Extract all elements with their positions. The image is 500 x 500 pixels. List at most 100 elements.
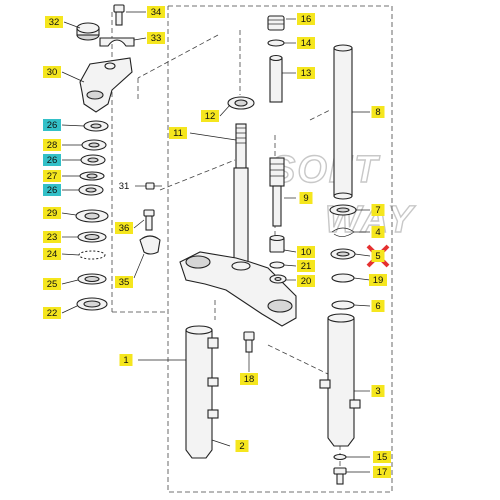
callout-26c: 26	[43, 184, 61, 196]
part-25-bearing-race	[77, 273, 107, 285]
callout-31-text: 31	[119, 181, 130, 192]
callout-17-badge	[373, 466, 391, 478]
callout-29-text: 29	[47, 208, 58, 219]
callout-36: 36	[115, 222, 133, 234]
part-29-dust-seal	[75, 209, 109, 223]
callout-19-text: 19	[373, 275, 384, 286]
watermark-line1: SOFT	[270, 149, 380, 191]
callout-25-badge	[43, 278, 61, 290]
part-6-bushing	[331, 300, 355, 310]
callout-20-text: 20	[301, 276, 312, 287]
callout-35: 35	[115, 276, 133, 288]
callout-9-text: 9	[303, 193, 308, 204]
callout-36-text: 36	[119, 223, 130, 234]
stem-lower-shaft	[233, 167, 249, 269]
callout-18-badge	[240, 373, 258, 385]
callout-14: 14	[297, 37, 315, 49]
callout-26a-text: 26	[47, 120, 58, 131]
part-26-ring-nut-c	[78, 184, 104, 196]
callout-2-text: 2	[239, 441, 244, 452]
callout-29: 29	[43, 207, 61, 219]
part-21-nut	[269, 261, 285, 269]
callout-7: 7	[371, 204, 385, 216]
callout-1: 1	[119, 354, 133, 366]
callout-22: 22	[43, 307, 61, 319]
part-31-small-bolt	[145, 182, 162, 190]
steering-parts-left	[75, 4, 162, 311]
fork-right-parts	[329, 44, 357, 310]
callout-12: 12	[201, 110, 219, 122]
callout-29-badge	[43, 207, 61, 219]
callout-28-text: 28	[47, 140, 58, 151]
callout-14-text: 14	[301, 38, 312, 49]
callout-27-badge	[43, 170, 61, 182]
callout-17: 17	[373, 466, 391, 478]
part-7-dust-seal	[329, 204, 357, 216]
part-16-cap-bolt	[267, 15, 285, 31]
callout-24: 24	[43, 248, 61, 260]
callout-23-text: 23	[47, 232, 58, 243]
callout-34-badge	[147, 6, 165, 18]
part-34-bolt	[113, 4, 125, 26]
callout-26c-text: 26	[47, 185, 58, 196]
part-26-ring-nut-a	[83, 120, 109, 132]
part-14-o-ring	[267, 39, 285, 47]
part-36-bolt	[143, 209, 155, 231]
callout-30-text: 30	[47, 67, 58, 78]
callout-11-badge	[169, 127, 187, 139]
part-33-handlebar-clamp	[99, 37, 135, 47]
callout-34: 34	[147, 6, 165, 18]
lower-bracket-left-hole	[185, 255, 211, 269]
callout-21-badge	[297, 260, 315, 272]
callout-16-badge	[297, 13, 315, 25]
callout-23-badge	[43, 231, 61, 243]
callout-8: 8	[371, 106, 385, 118]
callout-5-text: 5	[375, 251, 380, 262]
part-3-right-outer-tube	[319, 313, 361, 447]
callout-16-text: 16	[301, 14, 312, 25]
part-20-seal	[269, 274, 287, 284]
callout-11: 11	[169, 127, 187, 139]
part-30-upper-bracket	[79, 57, 133, 113]
callout-26a-badge	[43, 119, 61, 131]
callout-26b: 26	[43, 154, 61, 166]
callout-10: 10	[297, 246, 315, 258]
callout-34-text: 34	[151, 7, 162, 18]
callout-26b-text: 26	[47, 155, 58, 166]
callout-6-badge	[371, 300, 385, 312]
callout-9-badge	[299, 192, 313, 204]
part-26-ring-nut-b	[80, 154, 106, 166]
callout-27: 27	[43, 170, 61, 182]
part-32-cap-nut	[76, 22, 100, 41]
outer-tubes	[185, 313, 361, 485]
callout-9: 9	[299, 192, 313, 204]
callout-2: 2	[235, 440, 249, 452]
callout-20-badge	[297, 275, 315, 287]
part-12-upper-bearing	[227, 96, 255, 110]
callout-18: 18	[240, 373, 258, 385]
callout-6: 6	[371, 300, 385, 312]
callout-25-text: 25	[47, 279, 58, 290]
part-28-lock-washer	[81, 139, 107, 151]
callout-5: 5	[366, 244, 390, 268]
fork-internals	[267, 15, 287, 284]
callout-13-text: 13	[301, 68, 312, 79]
part-17-drain-bolt	[333, 467, 347, 485]
callout-32-badge	[45, 16, 63, 28]
callout-26c-badge	[43, 184, 61, 196]
callout-25: 25	[43, 278, 61, 290]
callout-12-text: 12	[205, 111, 216, 122]
callout-23: 23	[43, 231, 61, 243]
part-5-oil-seal	[330, 248, 356, 260]
steering-stem-assembly	[179, 96, 297, 327]
callout-36-badge	[115, 222, 133, 234]
callout-labels: 3432333026282627262923242522313635121116…	[43, 6, 391, 478]
callout-3-text: 3	[375, 386, 380, 397]
callout-24-badge	[43, 248, 61, 260]
part-24-bearing-balls	[78, 250, 106, 260]
lower-bracket-right-hole	[267, 299, 293, 313]
callout-10-badge	[297, 246, 315, 258]
part-23-bearing-race	[77, 231, 107, 243]
callout-19: 19	[369, 274, 387, 286]
